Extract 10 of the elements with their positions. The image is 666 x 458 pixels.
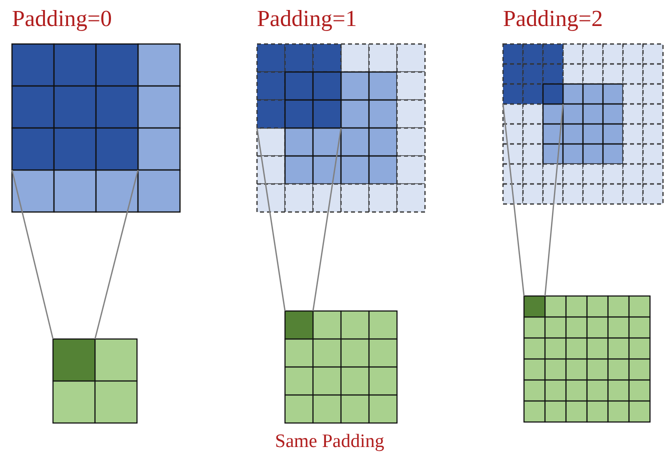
grid-title: Padding=2 [503, 7, 603, 30]
connector-line [312, 128, 342, 312]
caption-text: Same Padding [275, 432, 384, 451]
grid-title: Padding=0 [12, 7, 112, 30]
connector-line [256, 128, 286, 312]
connector-line [502, 104, 525, 296]
connector-line [94, 170, 139, 340]
grid-title: Padding=1 [257, 7, 357, 30]
connector-line [544, 104, 564, 296]
connector-line [11, 170, 54, 340]
